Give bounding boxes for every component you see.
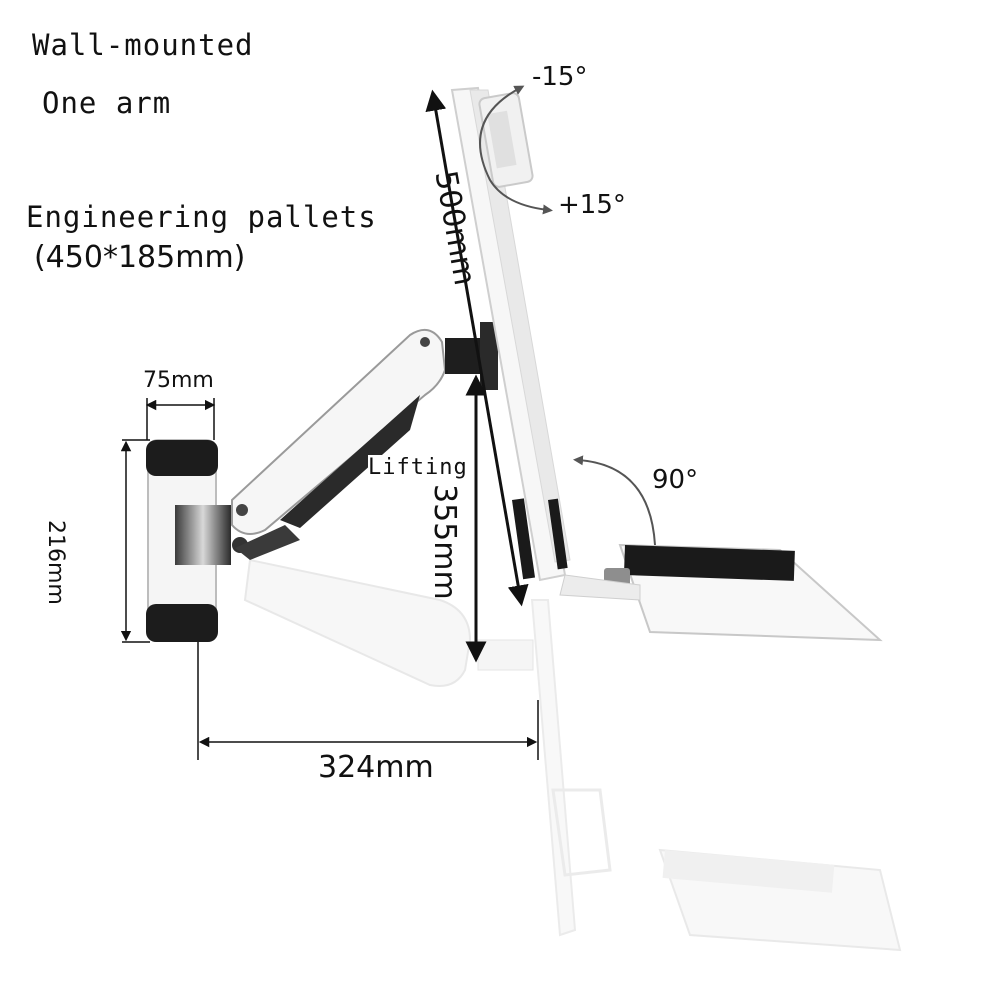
head-bracket xyxy=(445,322,498,390)
tray-wrist-pad xyxy=(623,544,795,581)
arm-pivot-top xyxy=(420,337,430,347)
wall-plate-joint xyxy=(175,505,231,565)
label-324mm: 324mm xyxy=(318,750,434,785)
title-one-arm: One arm xyxy=(42,86,172,120)
ghost-pole-lower-frame xyxy=(551,788,612,877)
label-lifting: Lifting xyxy=(368,455,468,480)
arm-pivot-bottom xyxy=(236,504,248,516)
ghost-pole xyxy=(530,599,577,937)
pallet-size: (450*185mm) xyxy=(34,240,246,275)
arm-body xyxy=(231,328,447,535)
pallet-title: Engineering pallets xyxy=(26,200,377,234)
pole-clamp-right xyxy=(548,498,568,570)
keyboard-tray xyxy=(559,543,883,642)
label-355mm: 355mm xyxy=(427,484,462,600)
label-216mm: 216mm xyxy=(43,520,68,605)
rotate-arc xyxy=(573,455,656,546)
dimension-216mm xyxy=(120,439,150,643)
dimension-324mm xyxy=(197,642,539,760)
lowered-position-ghost xyxy=(243,558,902,952)
arm-lower-link xyxy=(235,525,300,560)
label-75mm: 75mm xyxy=(143,368,214,393)
dimension-500mm xyxy=(425,89,529,607)
wall-plate-cap-bottom xyxy=(146,604,218,642)
ghost-tray-pad xyxy=(662,850,835,893)
wall-plate xyxy=(146,439,231,642)
label-tilt-plus: +15° xyxy=(558,190,626,220)
tray-arm-link xyxy=(559,574,641,601)
ghost-bracket xyxy=(477,639,534,671)
arm-shadow-channel xyxy=(280,395,420,528)
tilt-arc xyxy=(479,85,553,215)
title-wall-mounted: Wall-mounted xyxy=(32,28,254,62)
label-tilt-minus: -15° xyxy=(532,62,588,92)
wall-plate-cap-top xyxy=(146,440,218,476)
gas-spring-arm xyxy=(231,328,447,560)
dimension-75mm xyxy=(145,398,216,440)
label-rotate-90: 90° xyxy=(652,465,699,495)
